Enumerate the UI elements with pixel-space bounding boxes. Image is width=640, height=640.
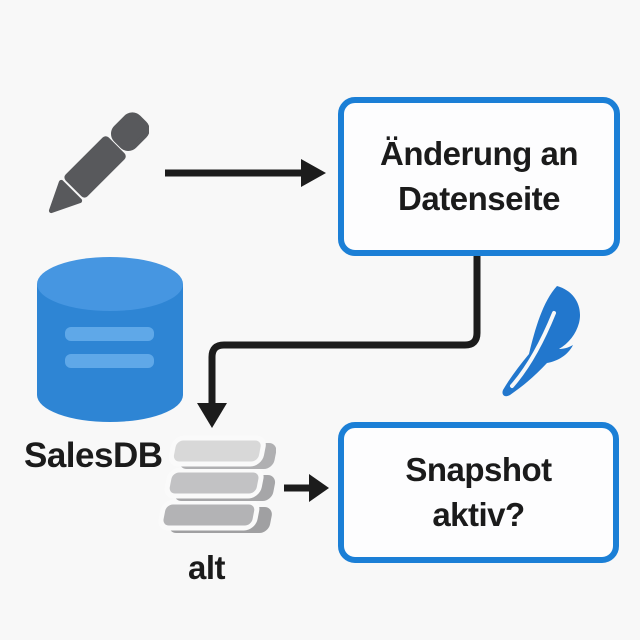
change-data-page-node: Änderung an Datenseite bbox=[338, 97, 620, 256]
arrow-pencil-to-change bbox=[165, 159, 326, 187]
arrow-change-to-layers bbox=[197, 256, 481, 428]
quill-feather-icon bbox=[495, 283, 587, 401]
database-label: SalesDB bbox=[24, 436, 163, 475]
layers-stack-icon bbox=[152, 432, 276, 544]
arrow-layers-to-snapshot bbox=[284, 474, 329, 502]
snapshot-node-line2: aktiv? bbox=[432, 495, 525, 533]
change-node-line1: Änderung an bbox=[380, 134, 579, 172]
pencil-icon bbox=[33, 112, 149, 230]
change-node-line2: Datenseite bbox=[398, 179, 560, 217]
snapshot-active-node: Snapshot aktiv? bbox=[338, 422, 619, 563]
database-cylinder-icon bbox=[37, 256, 183, 424]
layers-label: alt bbox=[188, 549, 226, 586]
snapshot-node-line1: Snapshot bbox=[405, 450, 552, 488]
